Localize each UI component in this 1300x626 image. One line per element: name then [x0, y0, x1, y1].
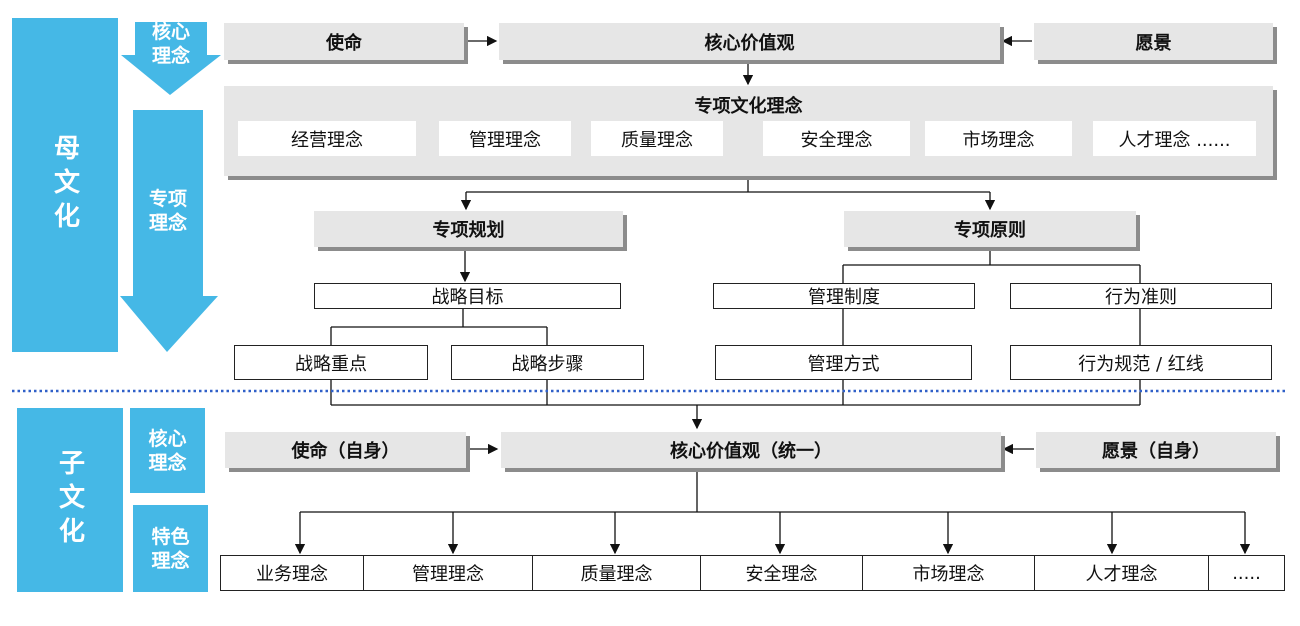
strategic-steps-box: 战略步骤 [451, 345, 644, 380]
child-item-more: ..... [1208, 555, 1285, 591]
code-of-conduct-box: 行为准则 [1010, 283, 1272, 309]
strategic-goal-box: 战略目标 [314, 283, 621, 309]
behavior-norms-box: 行为规范 / 红线 [1010, 345, 1272, 380]
special-concept-arrow: 专项 理念 [148, 188, 187, 234]
child-vision-box: 愿景（自身） [1036, 432, 1276, 468]
strategic-focus-box: 战略重点 [234, 345, 428, 380]
special-principles-box: 专项原则 [844, 211, 1136, 247]
core-values-box: 核心价值观 [499, 23, 1000, 60]
concept-item: 质量理念 [591, 121, 723, 156]
child-item: 业务理念 [220, 555, 364, 591]
special-planning-box: 专项规划 [314, 211, 623, 247]
management-system-box: 管理制度 [713, 283, 975, 309]
child-item: 人才理念 [1034, 555, 1209, 591]
management-method-box: 管理方式 [715, 345, 972, 380]
core-arrow-shape [121, 22, 221, 95]
child-item: 市场理念 [862, 555, 1035, 591]
concept-item: 经营理念 [238, 121, 416, 156]
child-core-values-box: 核心价值观（统一） [501, 432, 1001, 468]
mission-box: 使命 [224, 23, 464, 60]
core-concept-arrow: 核心 理念 [151, 21, 190, 67]
vision-box: 愿景 [1034, 23, 1273, 60]
child-mission-box: 使命（自身） [225, 432, 466, 468]
child-item: 安全理念 [700, 555, 863, 591]
child-feature-concept: 特色 理念 [133, 505, 208, 592]
child-core-concept: 核心 理念 [130, 408, 205, 493]
child-item: 质量理念 [532, 555, 701, 591]
concept-item: 人才理念 ...... [1093, 121, 1256, 156]
child-item: 管理理念 [363, 555, 533, 591]
parent-culture-label: 母文化 [12, 18, 118, 352]
concept-item: 管理理念 [439, 121, 571, 156]
panel-title: 专项文化理念 [694, 96, 803, 117]
concept-item: 市场理念 [925, 121, 1072, 156]
concept-item: 安全理念 [763, 121, 910, 156]
child-culture-label: 子文化 [17, 408, 123, 592]
special-arrow-shape [120, 110, 218, 352]
